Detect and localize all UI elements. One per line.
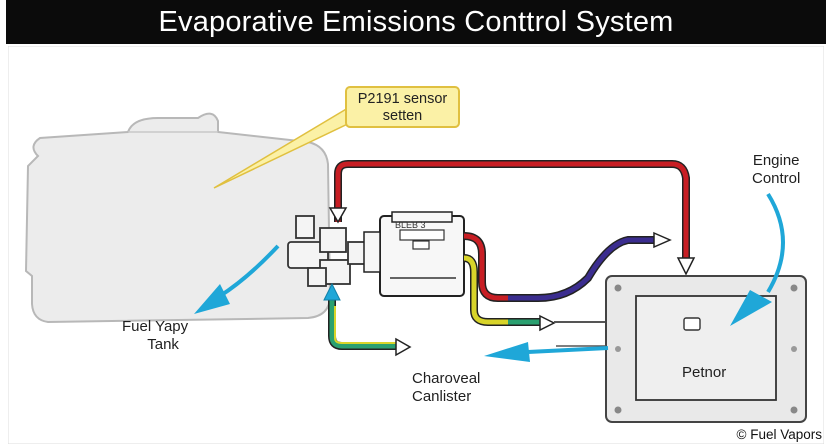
- callout-line-1: P2191 sensor: [357, 91, 448, 107]
- canister-flow-arrow-head-icon: [484, 342, 530, 362]
- sensor-module: [363, 211, 465, 297]
- callout-line-2: setten: [382, 108, 423, 124]
- engine-inlet-arrow-icon: [676, 257, 696, 276]
- tank-flow-arrow: [218, 244, 280, 298]
- yellow-vent-line: [463, 255, 508, 325]
- canister-up-arrow-icon: [323, 282, 341, 301]
- credit: © Fuel Vapors: [736, 427, 822, 442]
- page-title: Evaporative Emissions Conttrol System: [6, 0, 826, 44]
- vent-arrow-icon: [539, 314, 556, 332]
- emissions-diagram: [8, 46, 824, 444]
- purple-purge-line: [508, 237, 654, 301]
- engine-control-module: [556, 275, 807, 423]
- tank-arrow-head-icon: [194, 284, 230, 314]
- purple-line-arrow-icon: [653, 231, 672, 249]
- canister-flow-arrow: [527, 346, 609, 354]
- fuel-tank-label: Fuel Yapy Tank: [122, 318, 189, 353]
- canister-arrow-icon: [395, 337, 412, 357]
- fuel-tank: [24, 112, 332, 324]
- engine-control-arrow: [766, 192, 785, 294]
- charcoal-canister-label: Charoveal Canlister: [412, 370, 481, 405]
- engine-control-label: Engine Control: [752, 152, 801, 187]
- p2191-callout: P2191 sensor setten: [345, 86, 460, 128]
- red-return-line: [463, 233, 508, 301]
- red-vapor-line: [335, 161, 689, 260]
- sensor-chip-label: BLEB 3: [395, 220, 426, 230]
- module-label: Petnor: [682, 364, 727, 381]
- red-line-arrow-down-icon: [328, 207, 348, 224]
- canister-line: [329, 292, 396, 349]
- engine-control-arrow-head-icon: [730, 290, 772, 326]
